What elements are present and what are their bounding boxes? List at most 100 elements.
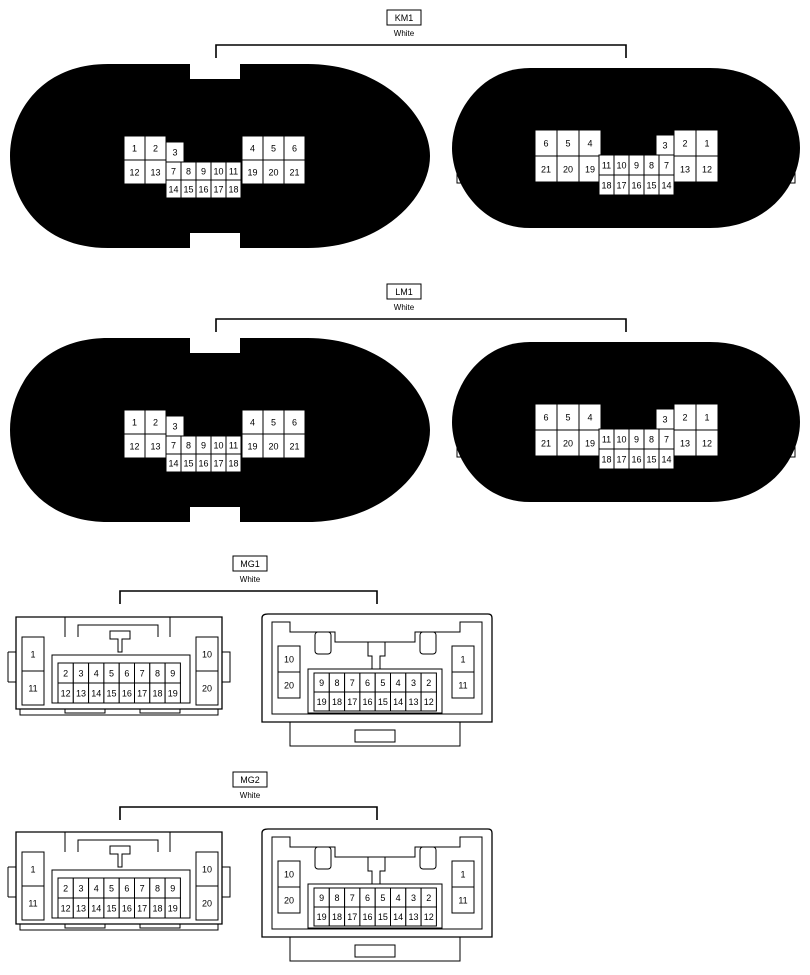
pin-number: 15 — [183, 185, 193, 195]
pin-number: 9 — [634, 435, 639, 445]
pin-number: 12 — [424, 912, 434, 922]
pin-number: 12 — [424, 697, 434, 707]
housing-inner-edge — [473, 353, 779, 423]
pin-cell — [164, 897, 181, 919]
bottom-rail — [139, 923, 181, 929]
pin-number: 6 — [124, 669, 129, 679]
pin-number: 14 — [393, 697, 403, 707]
center-key — [109, 630, 131, 653]
lock-housing — [577, 71, 679, 108]
connector-code: MG1 — [240, 559, 260, 569]
pin-number: 15 — [646, 455, 656, 465]
pin-number: 7 — [664, 435, 669, 445]
pin-cell — [225, 179, 242, 199]
pin-cell — [195, 670, 219, 706]
pin-number: 11 — [458, 896, 467, 906]
pin-number: 13 — [680, 439, 690, 449]
pin-number: 5 — [565, 413, 570, 423]
housing-inner-edge — [473, 79, 779, 149]
pin-number: 6 — [543, 413, 548, 423]
pin-number: 19 — [585, 439, 595, 449]
side-rib — [7, 651, 16, 683]
foot-latch — [354, 944, 396, 958]
pin-number: 17 — [213, 459, 223, 469]
lock-frame — [587, 356, 669, 381]
pin-number: 12 — [129, 168, 139, 178]
pin-number: 15 — [378, 912, 388, 922]
connector-housing — [15, 831, 223, 925]
pin-number: 17 — [616, 455, 626, 465]
pin-field — [527, 119, 725, 216]
pin-number: 18 — [601, 181, 611, 191]
pin-number: 17 — [213, 185, 223, 195]
pin-number: 10 — [616, 161, 626, 171]
key-tab — [205, 93, 221, 103]
latch-tab — [61, 437, 77, 451]
connector-foot — [289, 937, 461, 962]
pin-number: 3 — [172, 422, 177, 432]
connector-body — [517, 111, 735, 223]
pin-number: 1 — [30, 650, 35, 660]
connector-body — [99, 372, 331, 489]
pin-number: 2 — [63, 884, 68, 894]
latch-tab — [395, 437, 411, 451]
pin-number: 7 — [140, 884, 145, 894]
pin-number: 19 — [317, 697, 327, 707]
housing-base — [19, 924, 219, 931]
pin-number: 9 — [201, 167, 206, 177]
inner-cavity — [271, 836, 483, 930]
pin-number: 6 — [292, 144, 297, 154]
pin-number: 16 — [122, 904, 132, 914]
pin-number: 20 — [202, 684, 212, 694]
pin-number: 20 — [284, 896, 294, 906]
pin-cell — [283, 433, 306, 459]
pin-cell — [658, 448, 675, 470]
pin-cell — [658, 174, 675, 196]
connector-code: KM1 — [395, 13, 414, 23]
pin-number: 8 — [186, 441, 191, 451]
latch-tab — [395, 163, 411, 177]
connector-housing — [261, 613, 493, 723]
pin-number: 18 — [228, 185, 238, 195]
pin-number: 16 — [198, 459, 208, 469]
pin-number: 16 — [631, 455, 641, 465]
pin-number: 1 — [460, 655, 465, 665]
pin-number: 10 — [213, 441, 223, 451]
pin-number: 20 — [284, 681, 294, 691]
pin-number: 14 — [91, 689, 101, 699]
bottom-rail — [249, 481, 321, 491]
latch-curve — [49, 377, 87, 449]
pin-number: 2 — [426, 678, 431, 688]
pin-number: 15 — [107, 689, 117, 699]
pin-number: 9 — [319, 678, 324, 688]
side-latch — [371, 125, 393, 177]
pin-number: 8 — [155, 669, 160, 679]
connector-color: White — [394, 29, 415, 38]
pin-number: 1 — [460, 870, 465, 880]
pin-number: 7 — [350, 893, 355, 903]
connector-housing — [15, 616, 223, 710]
connector-bracket — [119, 806, 378, 820]
pin-number: 9 — [201, 441, 206, 451]
pin-number: 4 — [587, 139, 592, 149]
pin-number: 6 — [124, 884, 129, 894]
connector-color: White — [394, 303, 415, 312]
pin-number: 18 — [228, 459, 238, 469]
inner-cavity — [271, 621, 483, 715]
pin-number: 21 — [541, 439, 551, 449]
pin-number: 15 — [378, 697, 388, 707]
connector-housing — [452, 68, 800, 228]
connector-color: White — [240, 575, 261, 584]
pin-number: 20 — [563, 165, 573, 175]
pin-number: 19 — [247, 442, 257, 452]
side-rib — [7, 866, 16, 898]
pin-number: 8 — [155, 884, 160, 894]
pin-number: 4 — [250, 418, 255, 428]
pin-cell — [21, 670, 45, 706]
connector-label-box — [386, 283, 422, 300]
pin-field — [109, 123, 323, 209]
pin-cell — [283, 159, 306, 185]
pin-number: 10 — [202, 865, 212, 875]
pin-number: 7 — [140, 669, 145, 679]
